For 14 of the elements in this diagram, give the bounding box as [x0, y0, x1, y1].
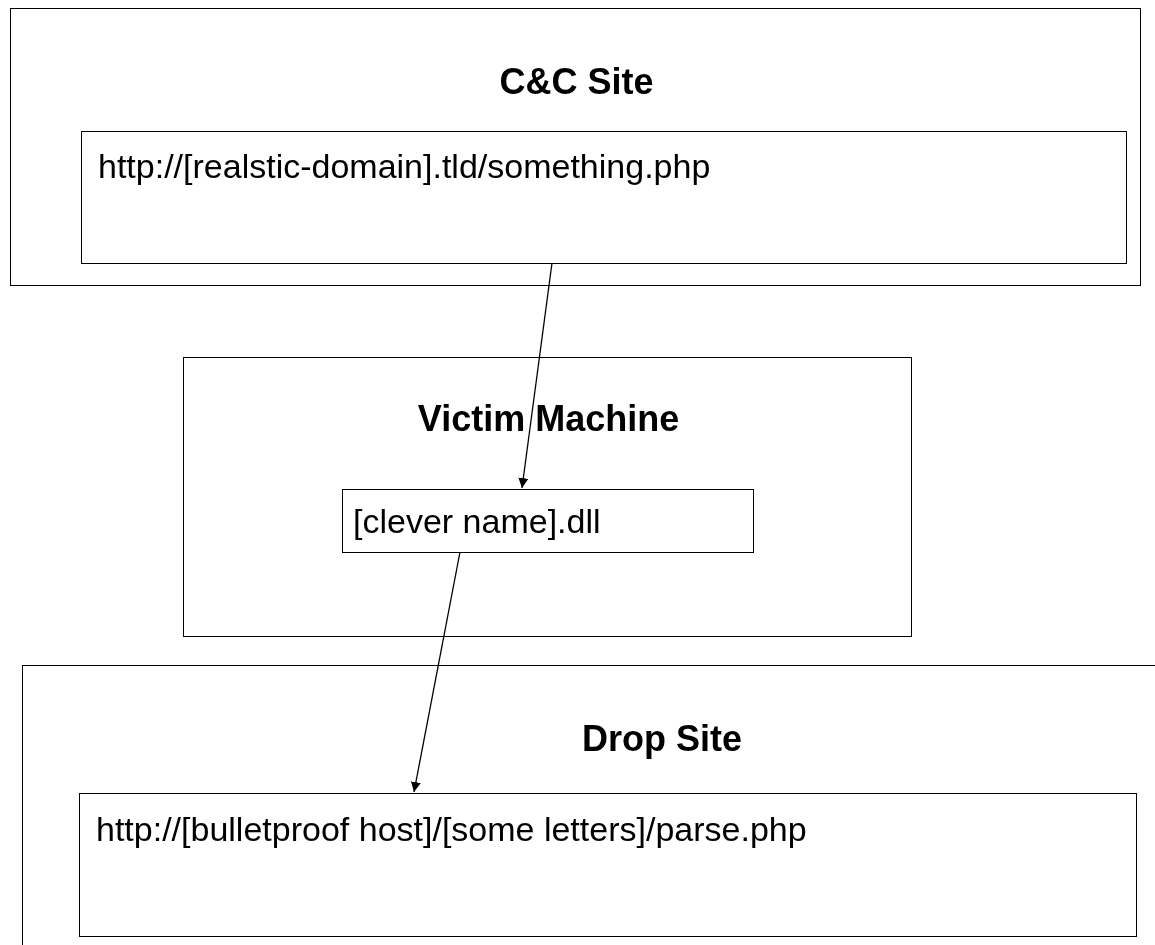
process-box	[81, 131, 1127, 264]
container-box	[183, 357, 912, 637]
container-box	[10, 8, 1141, 286]
group-title: Drop Site	[582, 718, 742, 760]
group-title: Victim Machine	[417, 398, 680, 440]
node-label: http://[bulletproof host]/[some letters]/parse.php	[96, 810, 807, 849]
process-box	[79, 793, 1137, 937]
arrow	[518, 262, 553, 489]
node-label: [clever name].dll	[353, 502, 601, 541]
arrow	[410, 551, 461, 793]
process-box	[342, 489, 754, 553]
node-label: http://[realstic-domain].tld/something.php	[98, 147, 711, 186]
group-title: C&C Site	[499, 61, 654, 103]
container-box	[22, 665, 1155, 945]
